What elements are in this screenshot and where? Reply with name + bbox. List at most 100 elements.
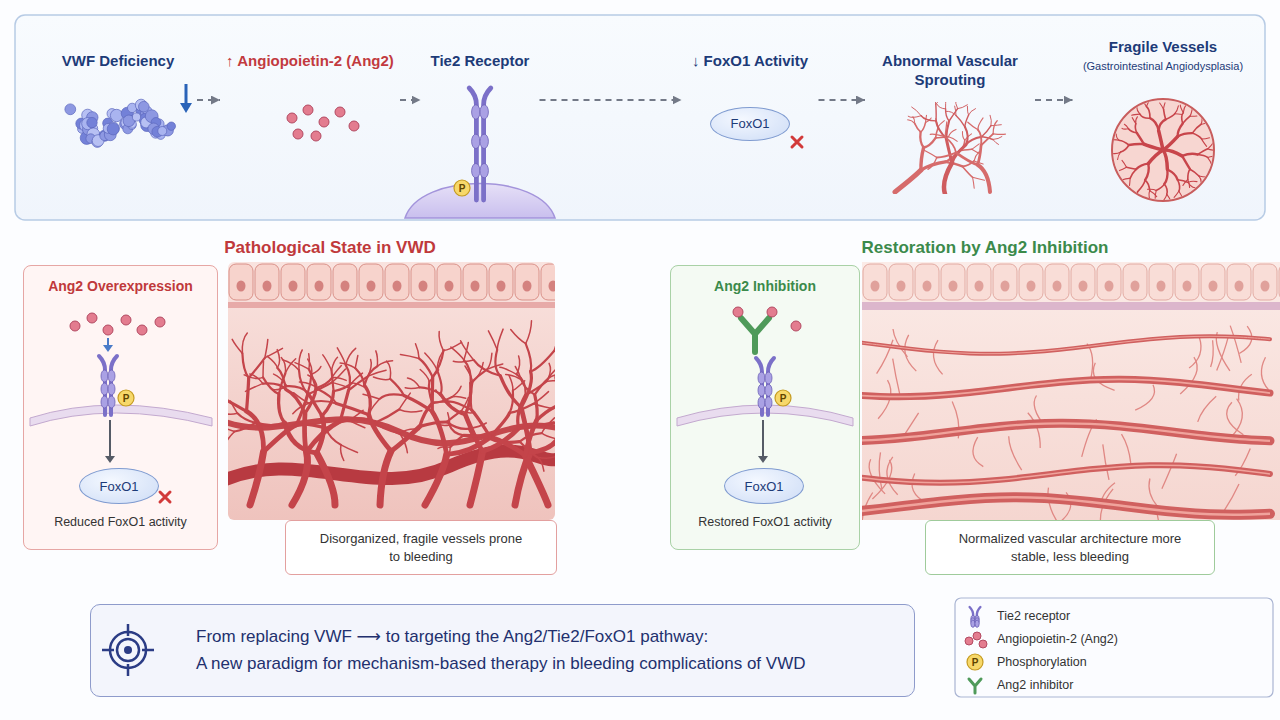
cell-nucleus [263,281,272,292]
vessel-branch [277,350,279,368]
vessel-branch [452,386,462,397]
vessel-branch [521,380,534,395]
vessel-branch [1188,181,1197,182]
vessel-branch [1188,169,1190,179]
vessel-branch [286,390,305,414]
vessel-branch [1144,144,1163,150]
vessel-branch [554,331,555,351]
ang2-dot [103,325,113,335]
cell-nucleus [315,281,324,292]
vessel-branch [461,341,474,360]
vessel-branch [1163,136,1178,150]
vessel-branch [299,382,317,389]
vessel-branch [377,361,392,367]
receptor-domain [758,397,765,409]
vessel-branch [450,402,472,410]
cell-nucleus [1235,281,1244,292]
ang2-dot [137,325,147,335]
cell-nucleus [1261,281,1270,292]
vessel-branch [982,126,991,137]
vessel-branch [1164,103,1165,110]
vessel-branch [1188,182,1195,187]
vessel-branch [955,106,956,115]
vessel-branch [438,447,450,449]
healthy-vessel [862,336,1270,353]
flow-arrow [819,99,866,101]
cell-nucleus [975,281,984,292]
vessel-branch [408,378,420,387]
receptor-domain [758,372,765,384]
vessel-branch [500,367,517,374]
vessel-branch [924,138,936,148]
ang2-dot [349,121,359,131]
vessel-branch [956,102,958,109]
vessel-branch [287,386,308,393]
capillary [1009,436,1022,470]
vessel-branch [247,411,264,451]
epithelial-cell [515,264,539,300]
vessel-branch [945,122,947,137]
vessel-branch [1120,167,1127,170]
vessel-branch [263,377,279,394]
vessel-branch [1182,156,1190,169]
vessel-branch [231,401,238,413]
pathway-step: Tie2 Receptor [425,52,536,192]
node-heading: Normalized vascular architecture more st… [956,530,1184,565]
epithelial-cell [489,264,513,300]
vessel-branch [420,370,429,382]
vessel-branch [921,123,926,132]
vwf-protein-icon [65,99,176,147]
receptor-domain [480,163,488,177]
vessel-branch [978,118,983,130]
protein-bead [139,101,150,112]
vessel-branch [895,170,921,192]
ang2-dot [303,105,313,115]
flow-arrow [1035,99,1073,101]
vessel-branch [1164,170,1167,185]
vessel-branch [464,360,471,383]
vessel-branch [437,369,442,394]
summary-box: From replacing VWF ⟶ to targeting the An… [90,604,915,697]
flow-arrow [197,99,220,101]
vessel-branch [448,413,450,425]
vessel-branch [928,158,937,170]
cell-membrane [405,184,555,219]
capillary [1162,454,1177,489]
cell-nucleus [1053,281,1062,292]
vessel-branch [308,393,322,416]
vessel-branch [946,111,956,115]
pathway-step: Abnormal Vascular Sprouting [869,52,1031,192]
vessel-branch [346,348,356,365]
cell-nucleus [367,281,376,292]
receptor-domain [765,384,772,396]
vessel-branch [495,350,500,376]
ang2-dot [791,321,801,331]
vessel-branch [920,132,923,148]
flow-line [107,338,109,346]
ang2-dot [965,637,973,645]
vessel-branch [453,360,473,362]
basement-membrane [228,302,555,308]
vessel-branch [255,423,285,426]
capillary [1149,479,1158,507]
vessel-branch [436,390,450,402]
node-heading: Ang2 Overexpression [32,278,209,296]
vessel-branch [1156,184,1164,190]
decrease-head [180,103,192,113]
receptor-domain [480,105,488,119]
vessel-branch [267,356,277,368]
vessel-branch [450,435,463,447]
vessel-branch [387,361,391,379]
capillary [879,452,882,489]
vessel-branch [1127,167,1137,169]
vessel-branch [526,321,532,344]
vessel-branch [937,104,946,109]
node-heading: Ang2 Inhibition [679,278,851,296]
vessel-branch [1199,176,1201,183]
phospho-label: P [459,183,466,194]
vessel-branch [554,423,556,439]
ang2-dot [319,117,329,127]
phospho-label: P [972,657,979,668]
